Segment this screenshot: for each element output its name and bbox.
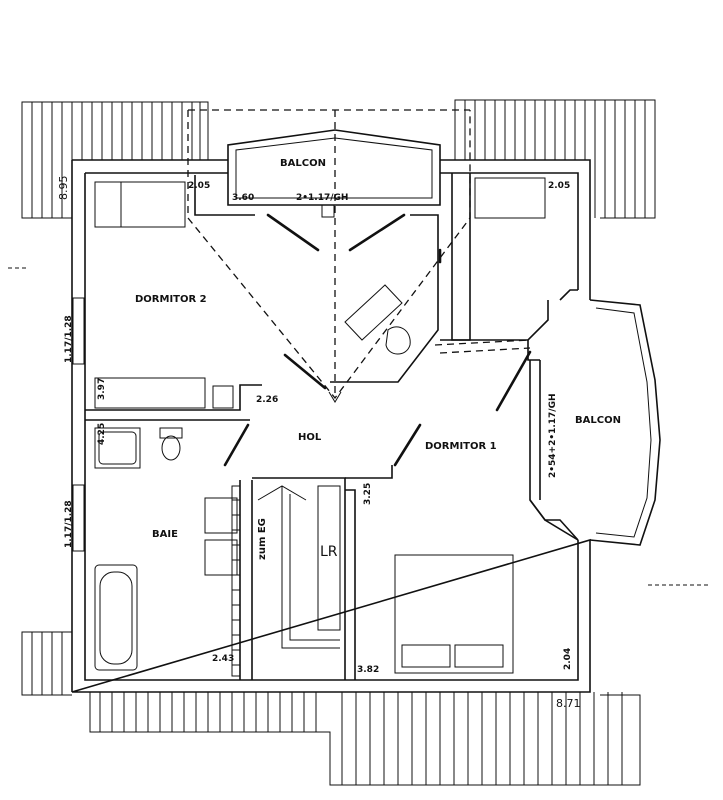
stair-handrail <box>231 485 241 677</box>
room-label-lr: LR <box>320 544 338 560</box>
dim-d1-corner: 2.05 <box>548 181 570 191</box>
roof-hatch-bottom-left <box>21 631 72 696</box>
dim-baie-window: 1.17/1.28 <box>64 500 74 548</box>
dim-balcon-left: 3.60 <box>232 193 254 203</box>
room-label-balcon-top: BALCON <box>280 158 326 169</box>
balcony-top <box>227 129 441 206</box>
sink-small <box>212 385 234 409</box>
toilet <box>159 427 183 461</box>
dim-baie-bottom: 2.43 <box>212 654 234 664</box>
balcony-door-frame <box>321 204 335 218</box>
furniture-d1-closet-right <box>474 177 546 219</box>
dim-d2-window: 1.17/1.28 <box>64 315 74 363</box>
dim-d1-bottom: 3.82 <box>357 665 379 675</box>
roof-hatch-top-right <box>454 99 656 219</box>
dim-d2-corner: 2.05 <box>188 181 210 191</box>
room-label-balcon-right: BALCON <box>575 415 621 426</box>
dim-baie-top: 4.25 <box>97 423 107 445</box>
stair-label: zum EG <box>257 518 268 560</box>
furniture-d1-bed <box>394 554 514 674</box>
dim-d1-right: 2.04 <box>563 648 573 670</box>
furniture-d2-bed <box>94 181 186 228</box>
furniture-hol-desk <box>344 284 411 355</box>
dim-overall-height: 8.95 <box>57 176 70 201</box>
dim-d2-bottom: 3.97 <box>97 378 107 400</box>
labels: BALCON DORMITOR 2 HOL DORMITOR 1 BAIE BA… <box>57 158 621 710</box>
outer-walls <box>71 159 591 693</box>
room-label-dormitor-1: DORMITOR 1 <box>425 441 497 452</box>
roof-hatch-bottom <box>89 692 641 786</box>
dim-d1-left: 3.25 <box>363 483 373 505</box>
stairwell <box>257 485 341 649</box>
interior-walls <box>85 173 579 680</box>
dim-overall-width: 8.71 <box>556 697 581 710</box>
doors <box>223 213 532 467</box>
dim-hol-corner: 2.26 <box>256 395 278 405</box>
furniture-d2-wardrobe <box>94 377 206 409</box>
balcony-right <box>589 299 661 546</box>
room-label-baie: BAIE <box>152 529 178 540</box>
dim-balcon-window: 2•1.17/GH <box>296 193 348 203</box>
bathtub <box>94 564 138 671</box>
windows-left <box>72 297 85 552</box>
shower <box>94 427 141 469</box>
room-label-hol: HOL <box>298 432 322 443</box>
room-label-dormitor-2: DORMITOR 2 <box>135 294 207 305</box>
roof-slope-lines <box>8 109 708 586</box>
roof-hatch-top-left <box>21 101 209 219</box>
dim-right-window: 2•54+2•1.17/GH <box>548 393 558 478</box>
slope-arrow-head <box>328 391 342 403</box>
